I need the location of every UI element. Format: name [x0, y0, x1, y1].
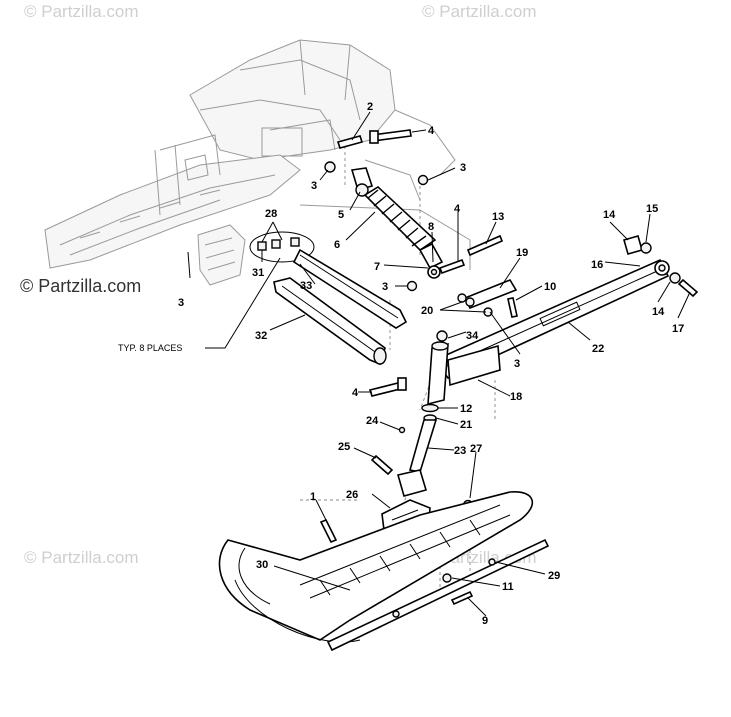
- spindle-housing-18: [427, 330, 501, 406]
- callout-11: 11: [502, 581, 514, 593]
- callout-14-lower: 14: [652, 306, 665, 318]
- callout-1: 1: [310, 491, 316, 503]
- watermark-middle-left: © Partzilla.com: [20, 276, 142, 296]
- bolt-part-13: [466, 234, 504, 257]
- callout-4-lower: 4: [352, 387, 359, 399]
- callout-15: 15: [646, 203, 658, 215]
- wear-bar-29: [326, 538, 550, 652]
- callout-33: 33: [300, 280, 312, 292]
- leader-lines: [187, 111, 691, 617]
- callout-34: 34: [466, 330, 479, 342]
- callout-8: 8: [428, 221, 434, 233]
- callout-5: 5: [338, 209, 344, 221]
- callout-21: 21: [460, 419, 472, 431]
- callout-4-upper: 4: [428, 125, 435, 137]
- bolt-part-4-upper: [369, 129, 412, 144]
- callout-7: 7: [374, 261, 380, 273]
- watermark-top-right: © Partzilla.com: [422, 2, 537, 21]
- typ-note: TYP. 8 PLACES: [118, 343, 182, 353]
- callout-2: 2: [367, 101, 373, 113]
- torque-arm-32: [273, 277, 387, 366]
- torque-arm-33: [292, 248, 408, 329]
- callout-18: 18: [510, 391, 522, 403]
- callout-9: 9: [482, 615, 488, 627]
- callout-10: 10: [544, 281, 556, 293]
- callout-14-upper: 14: [603, 209, 616, 221]
- callout-27: 27: [470, 443, 482, 455]
- cushion-detail: [249, 231, 315, 263]
- pin-part-24: [398, 426, 406, 434]
- callout-30: 30: [256, 559, 268, 571]
- callout-17: 17: [672, 323, 684, 335]
- bolt-part-10: [507, 297, 518, 318]
- callout-3-upper-left: 3: [311, 180, 317, 192]
- chassis-ghost: [44, 39, 471, 286]
- callout-32: 32: [255, 330, 267, 342]
- callout-13: 13: [492, 211, 504, 223]
- callout-12: 12: [460, 403, 472, 415]
- callout-24: 24: [366, 415, 379, 427]
- nut-part-11: [442, 558, 496, 583]
- bracket-part-19: [463, 279, 518, 310]
- spindle-23: [396, 403, 439, 497]
- callout-25: 25: [338, 441, 350, 453]
- callout-6: 6: [334, 239, 340, 251]
- callout-3-right: 3: [514, 358, 520, 370]
- bolt-part-4-mid: [438, 258, 466, 275]
- callout-28: 28: [265, 208, 277, 220]
- shock-absorber: [350, 167, 444, 279]
- watermark-bottom-left: © Partzilla.com: [24, 548, 139, 567]
- callout-22: 22: [592, 343, 604, 355]
- bolt-part-1: [319, 518, 338, 544]
- callout-31: 31: [252, 267, 264, 279]
- watermark-top-left: © Partzilla.com: [24, 2, 139, 21]
- callout-23: 23: [454, 445, 466, 457]
- callout-26: 26: [346, 489, 358, 501]
- nut-part-3-a: [324, 161, 429, 186]
- ski-30: [218, 491, 534, 643]
- bolt-part-2: [336, 135, 364, 149]
- callout-4-mid: 4: [454, 203, 461, 215]
- pin-part-25: [370, 454, 394, 476]
- callout-3-center: 3: [382, 281, 388, 293]
- tie-rod-end-hardware: [623, 235, 699, 298]
- callout-20: 20: [421, 305, 433, 317]
- nut-part-3-b: [406, 280, 418, 292]
- callout-19: 19: [516, 247, 528, 259]
- callout-16: 16: [591, 259, 603, 271]
- callout-3-upper-right: 3: [460, 162, 466, 174]
- callout-29: 29: [548, 570, 560, 582]
- callout-3-left: 3: [178, 297, 184, 309]
- callout-labels: 2 4 3 3 5 6 7 8 4 13 19 10 20 3 3 3 28 3…: [118, 101, 684, 627]
- bolt-part-4-lower: [368, 377, 407, 397]
- stud-part-9: [392, 590, 474, 618]
